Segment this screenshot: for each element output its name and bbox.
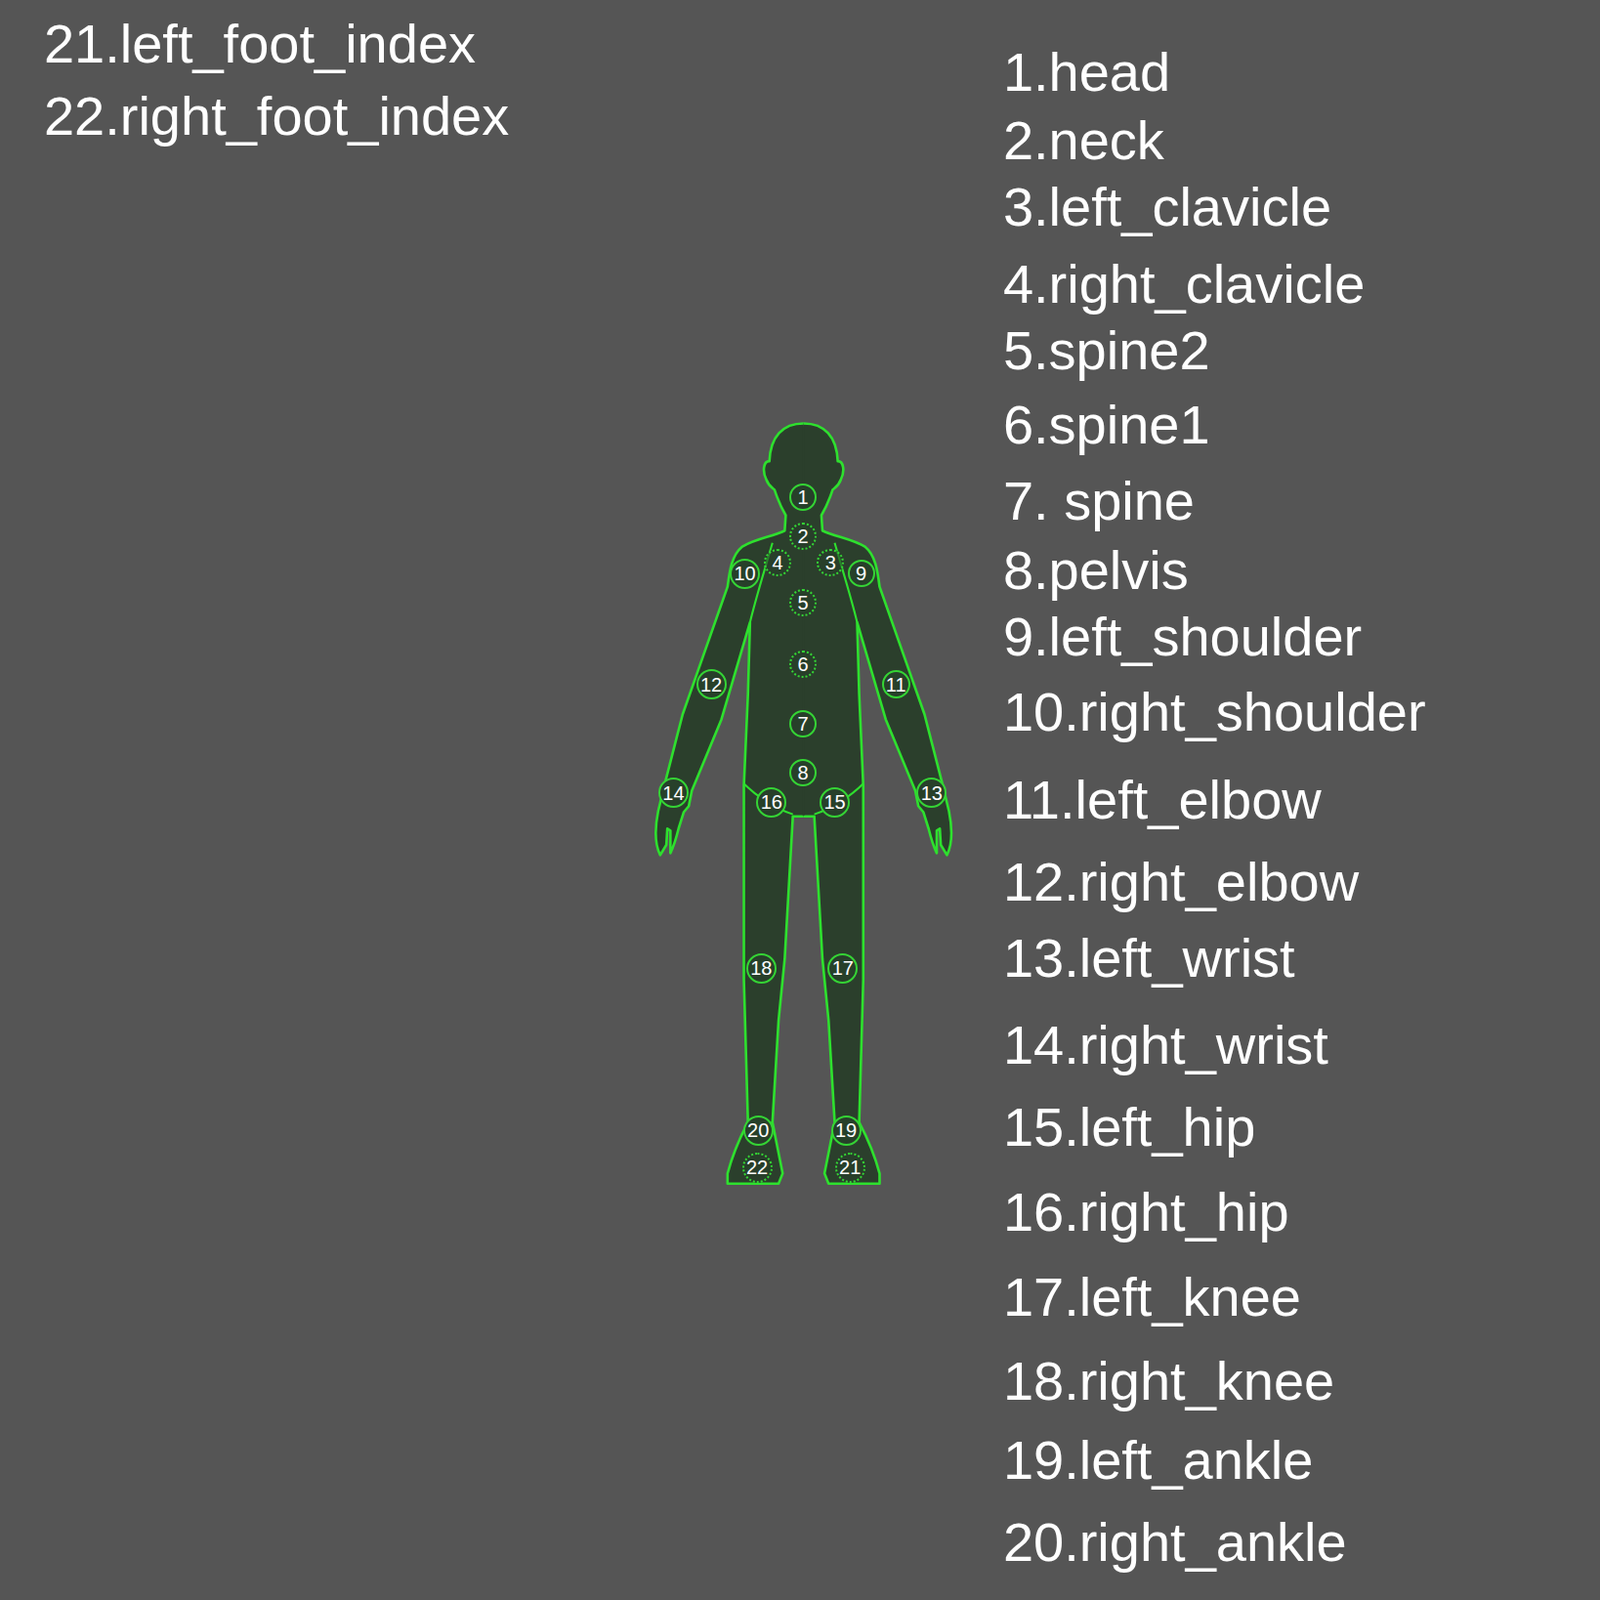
keypoint-circle: 7	[789, 710, 817, 738]
keypoint-circle: 5	[789, 589, 817, 617]
keypoint-circle: 1	[789, 483, 817, 511]
keypoint-circle: 3	[816, 548, 844, 577]
body-outline	[803, 423, 952, 1184]
callout-number: 14	[662, 783, 684, 803]
callout-number: 7	[798, 714, 809, 734]
keypoint-label: 1.head	[1003, 44, 1171, 100]
keypoint-circle: 19	[831, 1115, 862, 1146]
keypoint-circle: 11	[882, 670, 911, 699]
body-half	[803, 423, 952, 1184]
keypoint-label: 4.right_clavicle	[1003, 256, 1365, 312]
keypoint-label: 19.left_ankle	[1003, 1432, 1314, 1488]
keypoint-circle: 15	[819, 787, 850, 818]
keypoint-circle: 6	[789, 650, 817, 678]
keypoint-label: 15.left_hip	[1003, 1099, 1256, 1155]
keypoint-circle: 2	[789, 522, 817, 550]
keypoint-label: 7. spine	[1003, 473, 1195, 529]
keypoint-circle: 16	[756, 787, 787, 818]
keypoint-circle: 22	[742, 1152, 773, 1183]
callout-number: 8	[798, 762, 809, 783]
callout-number: 21	[839, 1157, 861, 1178]
keypoint-circle: 18	[746, 953, 777, 984]
callout-number: 16	[760, 792, 783, 812]
keypoint-circle: 17	[827, 953, 858, 984]
callout-number: 1	[798, 487, 809, 507]
keypoint-label: 16.right_hip	[1003, 1184, 1290, 1240]
keypoint-label: 8.pelvis	[1003, 543, 1189, 598]
keypoint-circle: 8	[789, 758, 817, 787]
keypoint-label: 17.left_knee	[1003, 1269, 1302, 1325]
callout-number: 5	[798, 592, 809, 613]
keypoint-label: 13.left_wrist	[1003, 930, 1296, 986]
callout-number: 20	[747, 1120, 769, 1140]
callout-number: 10	[733, 563, 756, 584]
callout-number: 19	[835, 1120, 857, 1140]
keypoint-label: 22.right_foot_index	[43, 88, 509, 144]
callout-number: 13	[921, 783, 943, 803]
callout-number: 12	[700, 674, 722, 695]
keypoint-label: 9.left_shoulder	[1003, 609, 1362, 665]
keypoint-label: 10.right_shoulder	[1003, 684, 1427, 740]
keypoint-label: 5.spine2	[1003, 323, 1211, 379]
callout-number: 3	[825, 552, 837, 573]
keypoint-circle: 13	[916, 777, 947, 808]
callout-number: 17	[832, 958, 854, 978]
keypoint-circle: 20	[743, 1115, 774, 1146]
keypoint-label: 2.neck	[1003, 113, 1165, 169]
keypoint-circle: 9	[847, 559, 876, 588]
callout-number: 9	[855, 563, 867, 584]
keypoint-label: 21.left_foot_index	[43, 16, 476, 72]
keypoint-circle: 10	[729, 558, 760, 590]
keypoint-label: 20.right_ankle	[1003, 1515, 1348, 1570]
keypoint-label: 12.right_elbow	[1003, 854, 1359, 910]
keypoint-label: 18.right_knee	[1003, 1353, 1335, 1409]
callout-number: 4	[771, 552, 783, 573]
keypoint-circle: 4	[763, 548, 792, 577]
keypoint-circle: 12	[696, 669, 727, 700]
callout-number: 22	[746, 1157, 768, 1178]
body-half-mirror	[656, 423, 804, 1184]
keypoint-label: 11.left_elbow	[1003, 772, 1322, 828]
callout-number: 11	[885, 674, 907, 695]
callout-number: 6	[798, 654, 809, 674]
body-outline	[656, 423, 804, 1184]
keypoint-circle: 21	[835, 1152, 866, 1183]
keypoint-label: 3.left_clavicle	[1003, 179, 1332, 235]
keypoint-circle: 14	[658, 777, 689, 808]
callout-number: 18	[750, 958, 772, 978]
keypoint-label: 6.spine1	[1003, 397, 1211, 453]
keypoint-label: 14.right_wrist	[1003, 1017, 1329, 1073]
callout-number: 2	[798, 526, 809, 547]
callout-number: 15	[823, 792, 845, 812]
